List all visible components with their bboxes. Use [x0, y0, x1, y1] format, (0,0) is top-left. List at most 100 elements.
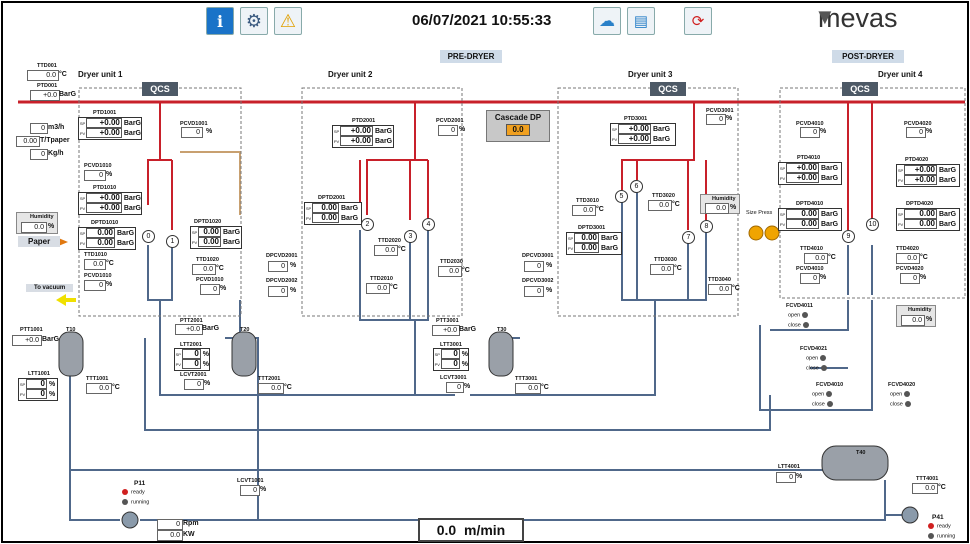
dptd4020-pv: 0.00 — [904, 219, 937, 229]
pre-dryer-banner: PRE-DRYER — [440, 50, 502, 63]
lcvt2001-tag: LCVT2001 — [180, 372, 207, 378]
line-speed-value: 0.0 — [436, 522, 457, 538]
dpcvd2002-unit: % — [290, 287, 297, 294]
fcvd4021-open-label: open — [806, 355, 819, 362]
ltt4001-unit: % — [796, 473, 803, 480]
settings-button[interactable]: ⚙ — [240, 7, 268, 35]
ttd2010-tag: TTD2010 — [370, 276, 393, 282]
p41-running-indicator — [928, 533, 934, 539]
ptd4010-pv: +0.00 — [786, 173, 819, 183]
ptd1001-sp[interactable]: +0.00 — [85, 118, 122, 128]
ptd4020-pv-unit: BarG — [939, 176, 957, 184]
pcvd1010-value: 0 — [84, 280, 106, 291]
ptd2001-sp-unit: BarG — [375, 127, 393, 135]
ptd3001-sp[interactable]: +0.00 — [618, 124, 651, 134]
dptd4010-sp[interactable]: 0.00 — [786, 209, 819, 219]
cylinder-3: 3 — [404, 230, 417, 243]
size-press-label: Size Press — [746, 210, 773, 216]
fcvd4021-close-label: close — [806, 365, 819, 372]
ptd4010-sp[interactable]: +0.00 — [786, 163, 819, 173]
cascade-dp-value: 0.0 — [506, 124, 530, 136]
to-vacuum-label: To vacuum — [26, 284, 74, 292]
ptd4020-sp[interactable]: +0.00 — [904, 165, 937, 175]
ltt2001-sp[interactable]: 0 — [181, 349, 201, 359]
ttd4020-unit: °C — [920, 254, 928, 261]
ptd2001-sp[interactable]: +0.00 — [340, 126, 373, 136]
cylinder-8: 8 — [700, 220, 713, 233]
fcvd4020-close: close — [890, 401, 911, 407]
cylinder-0: 0 — [142, 230, 155, 243]
pcvd1001-tag: PCVD1001 — [180, 121, 208, 127]
humidity-left-panel: Humidity 0.0 % — [16, 212, 58, 234]
humidity-u4-unit: % — [926, 316, 933, 323]
humidity-u3-unit: % — [730, 204, 737, 211]
cylinder-6: 6 — [630, 180, 643, 193]
dpcvd3001-unit: % — [546, 262, 553, 269]
weather-button[interactable]: ☁ — [593, 7, 621, 35]
unit-title-3: Dryer unit 3 — [628, 70, 673, 79]
info-button[interactable]: i — [206, 7, 234, 35]
humidity-u4-tag: Humidity — [908, 307, 932, 313]
p41-pump-icon[interactable] — [902, 507, 918, 523]
ttt4001-value: 0.0 — [912, 483, 938, 494]
dpcvd2001-value: 0 — [268, 261, 288, 272]
ptd1001-pv-unit: BarG — [123, 129, 141, 137]
dptd2001-sp[interactable]: 0.00 — [312, 203, 339, 213]
ltt4001-value: 0 — [776, 472, 796, 483]
dptd2001-tag: DPTD2001 — [318, 195, 346, 201]
dptd1020-pv-unit: BarG — [223, 238, 241, 246]
ltt3001-sp[interactable]: 0 — [440, 349, 460, 359]
ltt1001-sp[interactable]: 0 — [26, 379, 47, 389]
cascade-dp-panel: Cascade DP 0.0 — [486, 110, 550, 142]
fcvd4021-tag: FCVD4021 — [800, 346, 828, 352]
dpcvd3002-tag: DPCVD3002 — [522, 278, 554, 284]
ttd3030-tag: TTD3030 — [654, 257, 677, 263]
ttt2001-unit: °C — [284, 384, 292, 391]
qcs-button-1[interactable]: QCS — [142, 82, 178, 96]
fcvd4011-close-indicator — [802, 322, 809, 328]
p11-ready: ready — [122, 489, 145, 495]
ptd1001-pv: +0.00 — [85, 128, 122, 138]
p11-pump-icon[interactable] — [122, 512, 138, 528]
dptd1010-sp[interactable]: 0.00 — [86, 228, 115, 238]
line-speed-unit: m/min — [464, 522, 506, 538]
ltt3001-pv-unit: % — [461, 360, 468, 368]
p11-kw-unit: KW — [183, 531, 195, 538]
dptd1020-sp[interactable]: 0.00 — [198, 227, 221, 237]
cylinder-10: 10 — [866, 218, 879, 231]
fcvd4010-open: open — [812, 391, 833, 397]
fcvd4020-close-indicator — [904, 401, 911, 407]
p41-running: running — [928, 533, 955, 539]
ttd4020-tag: TTD4020 — [896, 246, 919, 252]
cycle-button[interactable]: ⟳ — [684, 7, 712, 35]
qcs-button-4[interactable]: QCS — [842, 82, 878, 96]
qcs-button-3[interactable]: QCS — [650, 82, 686, 96]
tank-t20-label: T20 — [240, 327, 250, 333]
p41-ready: ready — [928, 523, 951, 529]
dptd3001-sp[interactable]: 0.00 — [574, 233, 599, 243]
lcvt1001-unit: % — [260, 486, 267, 493]
cycle-icon: ⟳ — [691, 13, 705, 30]
alarm-button[interactable]: ⚠ — [274, 7, 302, 35]
ttd1010-tag: TTD1010 — [84, 252, 107, 258]
dptd1020-pv: 0.00 — [198, 237, 221, 247]
ptd2001-pv-unit: BarG — [375, 137, 393, 145]
unit-title-1: Dryer unit 1 — [78, 70, 123, 79]
dptd2001-pv-unit: BarG — [341, 214, 359, 222]
ptd1010-sp[interactable]: +0.00 — [85, 193, 122, 203]
fcvd4021-open: open — [806, 355, 827, 362]
ttd3040-tag: TTD3040 — [708, 277, 731, 283]
dpcvd2002-tag: DPCVD2002 — [266, 278, 298, 284]
p41-ready-indicator — [928, 523, 934, 529]
ttd1020-value: 0.0 — [192, 264, 216, 275]
fcvd4010-close-label: close — [812, 401, 825, 408]
dptd4020-sp[interactable]: 0.00 — [904, 209, 937, 219]
dryer-button[interactable]: ▤ — [627, 7, 655, 35]
dptd2001-sp-unit: BarG — [341, 204, 359, 212]
cascade-dp-title: Cascade DP — [494, 113, 542, 122]
dptd3001-pv-unit: BarG — [601, 244, 619, 252]
